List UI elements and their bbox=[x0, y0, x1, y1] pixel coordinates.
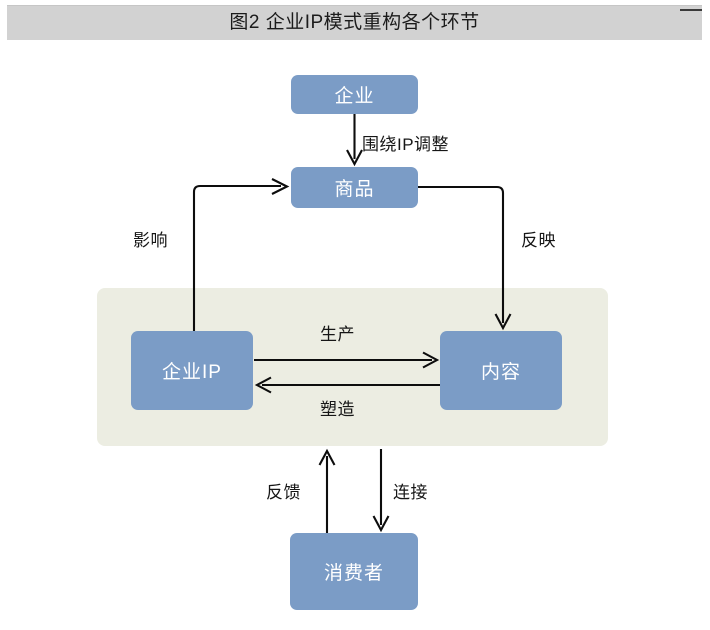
node-consumer-label: 消费者 bbox=[323, 563, 384, 584]
node-product-label: 商品 bbox=[334, 179, 375, 200]
edge-connect bbox=[372, 449, 390, 533]
edge-label-produce: 生产 bbox=[320, 325, 355, 344]
edge-label-reflect: 反映 bbox=[521, 231, 556, 250]
corner-rule-decoration bbox=[680, 9, 702, 11]
node-product[interactable]: 商品 bbox=[291, 167, 418, 208]
edge-label-adjust: 围绕IP调整 bbox=[362, 135, 450, 154]
edge-adjust bbox=[346, 114, 363, 167]
node-content-label: 内容 bbox=[480, 362, 521, 383]
node-enterprise-label: 企业 bbox=[334, 86, 375, 107]
node-enterprise[interactable]: 企业 bbox=[291, 75, 418, 114]
edge-label-connect: 连接 bbox=[393, 483, 428, 502]
edge-feedback bbox=[318, 448, 336, 533]
edge-label-influence: 影响 bbox=[133, 231, 168, 250]
edge-label-feedback: 反馈 bbox=[266, 483, 301, 502]
figure-title: 图2 企业IP模式重构各个环节 bbox=[229, 12, 480, 33]
edge-label-shape: 塑造 bbox=[320, 400, 355, 419]
node-consumer[interactable]: 消费者 bbox=[290, 533, 418, 610]
figure-title-bar: 图2 企业IP模式重构各个环节 bbox=[7, 5, 702, 40]
node-enterprise-ip-label: 企业IP bbox=[162, 362, 222, 383]
node-content[interactable]: 内容 bbox=[440, 331, 562, 410]
node-enterprise-ip[interactable]: 企业IP bbox=[131, 331, 253, 410]
